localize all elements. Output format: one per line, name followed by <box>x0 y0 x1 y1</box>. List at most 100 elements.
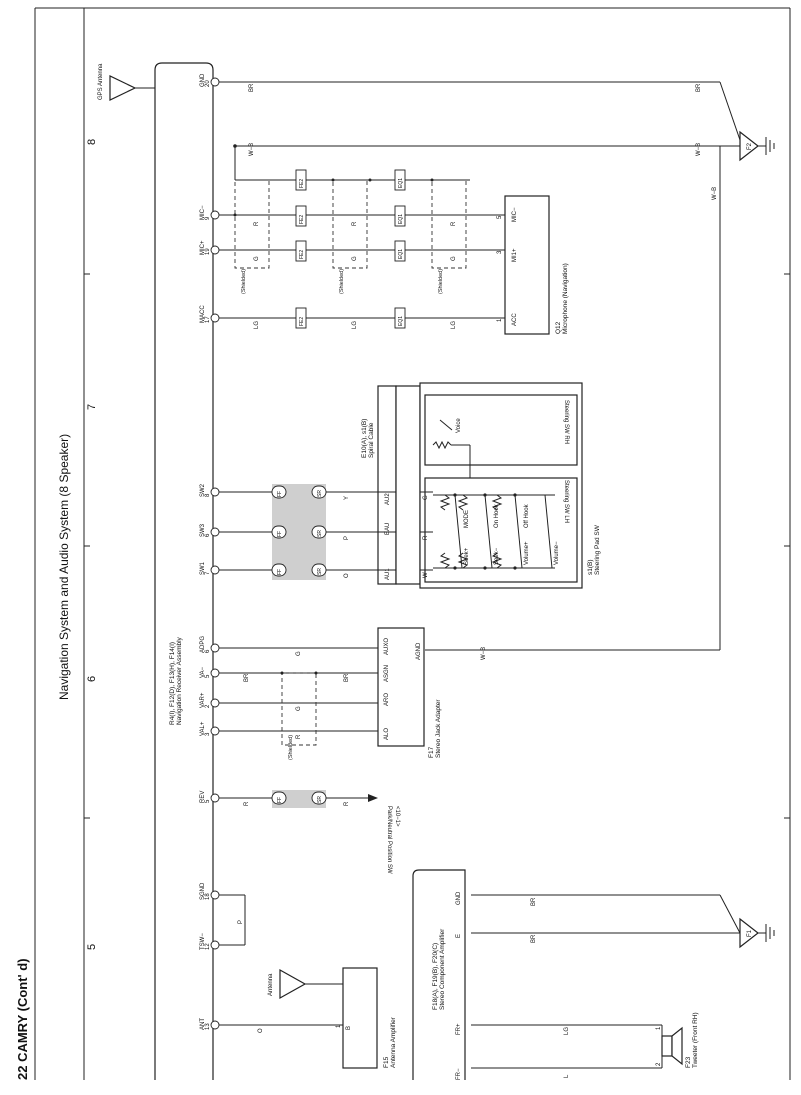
connector-fe2 <box>295 307 307 329</box>
steering-pad-ref: s1(B) <box>587 559 594 575</box>
spiral-cable-box <box>377 385 397 585</box>
receiver-pin-num: 20 <box>205 80 211 87</box>
resistor <box>457 494 469 511</box>
wire-color: O <box>258 1028 264 1033</box>
receiver-pin-label: SW2 <box>200 483 206 497</box>
switch-label: Off Hook <box>524 503 530 528</box>
amp-pin-label: FR− <box>456 1068 462 1080</box>
splice-point <box>483 493 487 497</box>
receiver-pin-label: VAL+ <box>200 721 206 736</box>
receiver-pin-label: TSW− <box>200 933 206 950</box>
wire-color-br: BR <box>696 83 702 92</box>
amp-gnd-wire <box>719 894 741 934</box>
spiral-cable-name: Spiral Cable <box>368 422 375 458</box>
wire-color: G <box>254 256 260 261</box>
ground-f1-symbol <box>739 917 759 949</box>
switch-contact <box>484 494 493 569</box>
shielded-label: (Shielded) <box>241 269 247 294</box>
receiver-pin-gnd <box>210 77 220 87</box>
wire-color: LG <box>564 1027 570 1035</box>
antenna-amp-pin-num: 1 <box>336 1024 342 1028</box>
receiver-pin-rev <box>210 793 220 803</box>
amp-pin-label: FR+ <box>456 1023 462 1035</box>
steering-pad-name: Steering Pad SW <box>594 524 601 575</box>
receiver-pin-ant <box>210 1020 220 1030</box>
splice-point <box>331 178 335 182</box>
receiver-pin-label: ADPG <box>200 636 206 653</box>
wire-color-br: BR <box>249 83 255 92</box>
jack-pin-label: ARO <box>384 693 390 706</box>
amp-pin-label: E <box>456 934 462 938</box>
wire-color: BR <box>244 673 250 682</box>
column-number: 7 <box>86 404 98 410</box>
wire-color: P <box>238 920 244 924</box>
receiver-pin-va <box>210 668 220 678</box>
wire-color: LG <box>451 321 457 329</box>
receiver-pin-label: SGND <box>200 882 206 900</box>
receiver-pin-sw2 <box>210 487 220 497</box>
receiver-pin-num: 9 <box>205 216 211 220</box>
receiver-pin-sw1 <box>210 565 220 575</box>
column-number: 5 <box>86 944 98 950</box>
connector-label: SR <box>317 530 323 537</box>
receiver-pin-num: 19 <box>205 248 211 255</box>
connector-label: FE2 <box>299 179 305 188</box>
receiver-pin-num: 3 <box>205 732 211 736</box>
connector-sr <box>311 525 327 539</box>
connector-label: FF <box>277 797 283 803</box>
connector-label: EQ1 <box>398 249 404 259</box>
shielded-label: (Shielded) <box>438 269 444 294</box>
switch-contact <box>544 494 553 569</box>
wire-color: G <box>296 651 302 656</box>
receiver-pin-num: 13 <box>205 1023 211 1030</box>
resistor <box>491 494 503 511</box>
wire-color: R <box>344 801 350 806</box>
amp-pin-label: GND <box>456 891 462 905</box>
antenna-amp-box <box>342 967 378 1069</box>
wire-color: P <box>344 536 350 540</box>
stereo-jack-box <box>377 627 425 747</box>
shield-box <box>332 179 368 269</box>
switch-contact <box>454 494 463 569</box>
switch-label: Volume+ <box>524 541 530 565</box>
wire-color: LG <box>254 321 260 329</box>
receiver-pin-val <box>210 726 220 736</box>
wire-color: G <box>296 706 302 711</box>
wire-color: Y <box>344 496 350 500</box>
tweeter-ref: F23 <box>685 1056 692 1068</box>
receiver-pin-num: 2 <box>205 704 211 708</box>
splice-point <box>453 566 457 570</box>
connector-label: FF <box>277 491 283 497</box>
wire-color: R <box>244 801 250 806</box>
mic-pin-label: MI1+ <box>512 248 518 262</box>
antenna-amp-pin: B <box>346 1026 352 1030</box>
receiver-pin-adpg <box>210 643 220 653</box>
resistor <box>491 552 503 569</box>
receiver-pin-label: SW3 <box>200 523 206 537</box>
spiral-cable-ref: E10(A), s1(B) <box>361 419 368 458</box>
connector-label: SR <box>317 796 323 803</box>
mic-pin-label: MIC− <box>512 207 518 222</box>
receiver-pin-sgnd <box>210 890 220 900</box>
switch-label: Volume− <box>554 541 560 565</box>
resistor <box>457 552 469 569</box>
receiver-pin-label: MIC− <box>200 205 206 220</box>
splice-point <box>513 566 517 570</box>
wire-color: G <box>451 256 457 261</box>
ground-f2-label: F2 <box>747 142 753 150</box>
shielded-label: (Shielded) <box>288 735 294 760</box>
wire-color: BR <box>344 673 350 682</box>
receiver-pin-num: 18 <box>205 893 211 900</box>
steering-rh-label: Steering SW RH <box>563 400 569 444</box>
shielded-label: (Shielded) <box>339 269 345 294</box>
splice-point <box>233 213 237 217</box>
connector-ff <box>271 485 287 499</box>
receiver-pin-num: 6 <box>205 533 211 537</box>
connector-sr <box>311 791 327 805</box>
arrow-icon <box>368 794 378 802</box>
antenna-amp-ref: F15 <box>383 1056 390 1068</box>
gnd-wire <box>719 81 741 141</box>
wire-color-wb: W−B <box>696 143 702 156</box>
switch-contact <box>514 494 523 569</box>
mic-name: Microphone (Navigation) <box>562 263 569 334</box>
